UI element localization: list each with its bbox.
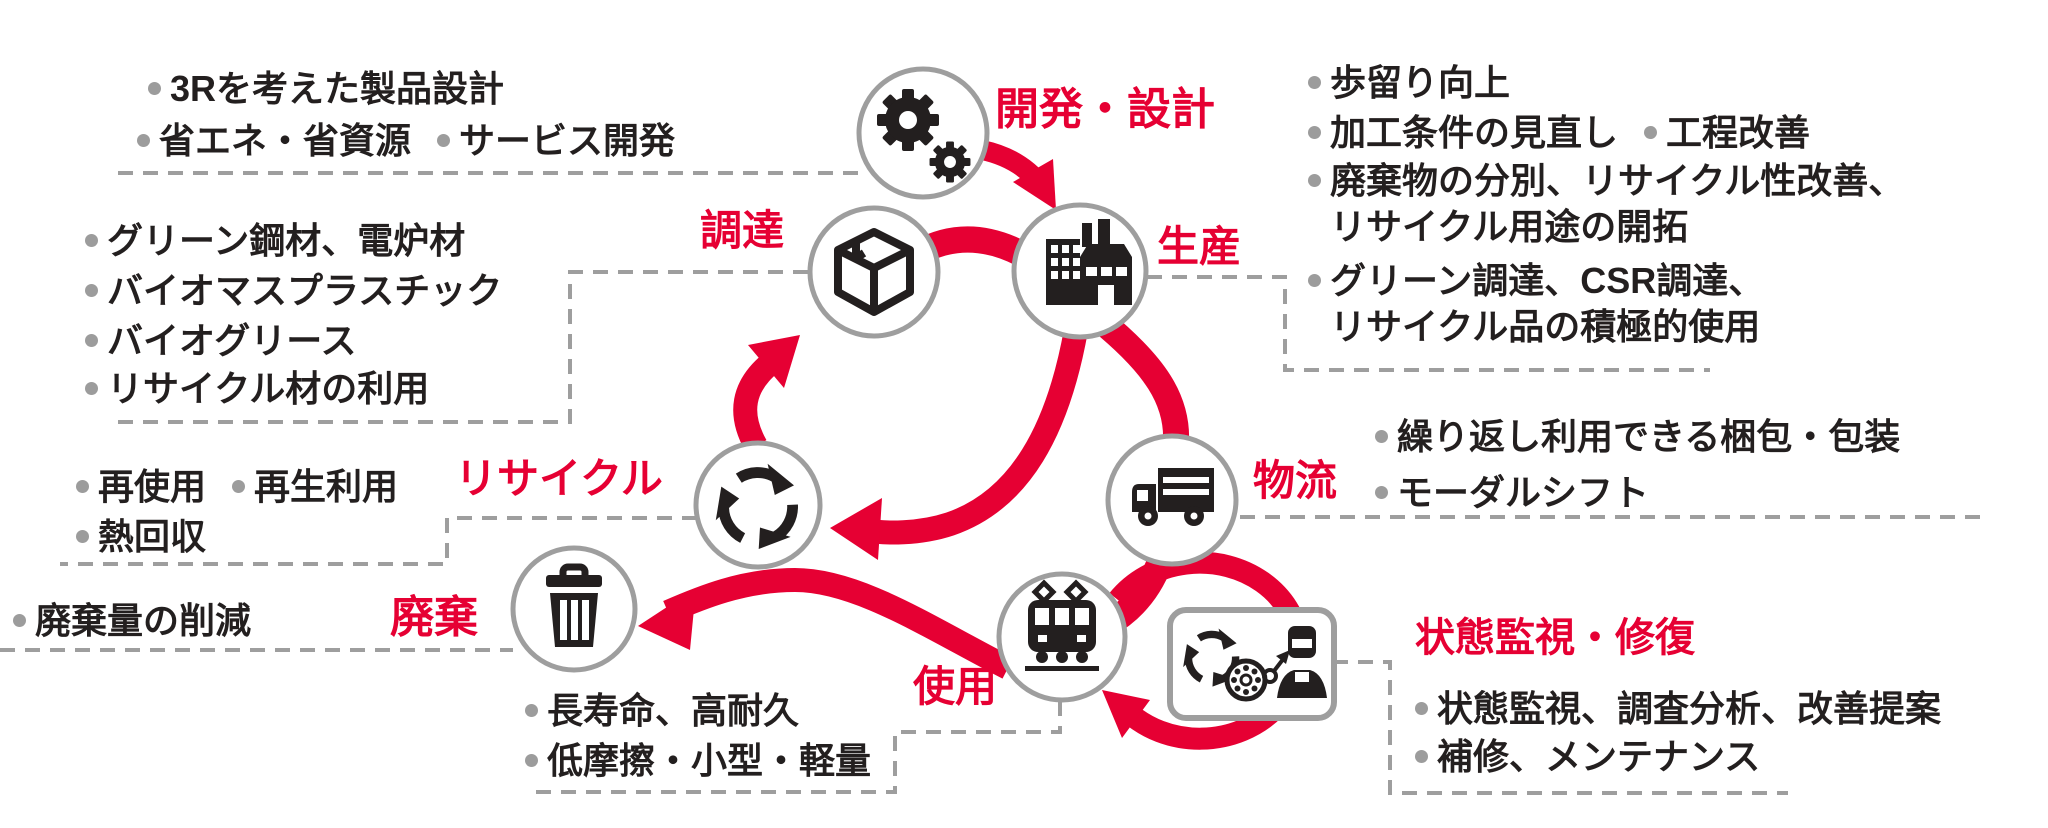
note-monitoring-2: 補修、メンテナンス [1415,736,1760,777]
arrowhead-recycle-to-procurement [748,335,800,388]
bullet-icon [148,82,161,96]
note-development-2: 省エネ・省資源 サービス開発 [137,120,675,161]
connector-use [530,701,1062,794]
note-procurement-3: バイオグリース [85,320,356,361]
note-development-1: 3Rを考えた製品設計 [148,68,504,109]
note-recycle-2: 熱回収 [76,516,206,557]
bullet-icon [85,334,98,348]
note-production-3-cont: リサイクル用途の開拓 [1330,206,1689,247]
note-disposal-1: 廃棄量の削減 [13,600,251,641]
bullet-icon [1308,274,1321,288]
arrowhead-use-to-disposal [638,588,696,650]
trash-icon [546,563,602,647]
bullet-icon [1308,174,1321,188]
arrowhead-production-to-recycle [830,498,882,560]
stage-label-recycle: リサイクル [455,455,663,502]
stage-label-logistics: 物流 [1253,457,1338,504]
bullet-icon [76,530,89,544]
factory-icon [1046,219,1132,305]
arrowhead-maintenance-loop [1102,690,1150,738]
bullet-icon [137,134,150,148]
note-procurement-2: バイオマスプラスチック [85,270,502,311]
note-production-4-cont: リサイクル品の積極的使用 [1330,306,1761,347]
note-procurement-1: グリーン鋼材、電炉材 [85,220,465,261]
stage-label-procurement: 調達 [700,207,785,254]
connector-production [1147,275,1710,372]
train-icon [1025,579,1099,671]
bullet-icon [525,754,538,768]
arrow-production-to-recycle [863,327,1088,545]
bullet-icon [437,134,451,148]
connector-recycle [60,516,697,566]
stage-label-development: 開発・設計 [995,85,1215,134]
bullet-icon [1644,126,1658,140]
magnifier-icon [1262,650,1290,684]
note-procurement-4: リサイクル材の利用 [85,368,429,409]
bullet-icon [1308,126,1321,140]
stage-circle-recycle [693,440,823,570]
stage-label-production: 生産 [1157,223,1242,270]
note-logistics-1: 繰り返し利用できる梱包・包装 [1375,416,1900,457]
arrow-recycle-to-procurement [733,352,780,452]
monitoring-box [1167,607,1337,721]
note-production-1: 歩留り向上 [1308,62,1510,103]
note-monitoring-1: 状態監視、調査分析、改善提案 [1415,688,1941,729]
worker-icon [1277,626,1327,698]
stage-label-monitoring: 状態監視・修復 [1415,616,1695,660]
bullet-icon [1415,750,1428,764]
bullet-icon [85,234,98,248]
note-use-2: 低摩擦・小型・軽量 [525,740,871,781]
note-recycle-1: 再使用 再生利用 [76,466,398,507]
connector-procurement [115,270,808,424]
arrow-production-to-logistics [1091,309,1190,443]
truck-icon [1132,468,1214,526]
package-box-icon [834,228,914,316]
note-logistics-2: モーダルシフト [1375,472,1649,513]
bullet-icon [76,480,89,494]
stage-label-use: 使用 [913,663,998,710]
note-production-3: 廃棄物の分別、リサイクル性改善、 [1308,160,1904,201]
bullet-icon [1375,486,1388,500]
gears-icon [877,89,971,183]
note-use-1: 長寿命、高耐久 [525,690,799,731]
arrow-use-to-disposal [663,567,1014,679]
arrowhead-development-to-production [1013,159,1056,210]
bullet-icon [232,480,246,494]
bullet-icon [525,704,538,718]
stage-circles [510,66,1239,703]
dashed-connectors [0,171,1988,795]
bullet-icon [1308,76,1321,90]
bullet-icon [1415,702,1428,716]
stage-label-disposal: 廃棄 [390,593,478,642]
bullet-icon [13,614,26,628]
note-production-4: グリーン調達、CSR調達、 [1308,260,1764,301]
bullet-icon [85,382,98,396]
bullet-icon [1375,430,1388,444]
note-production-2: 加工条件の見直し 工程改善 [1308,112,1810,153]
bearing-icon [1224,658,1268,702]
connector-monitoring [1333,660,1788,795]
bullet-icon [85,284,98,298]
